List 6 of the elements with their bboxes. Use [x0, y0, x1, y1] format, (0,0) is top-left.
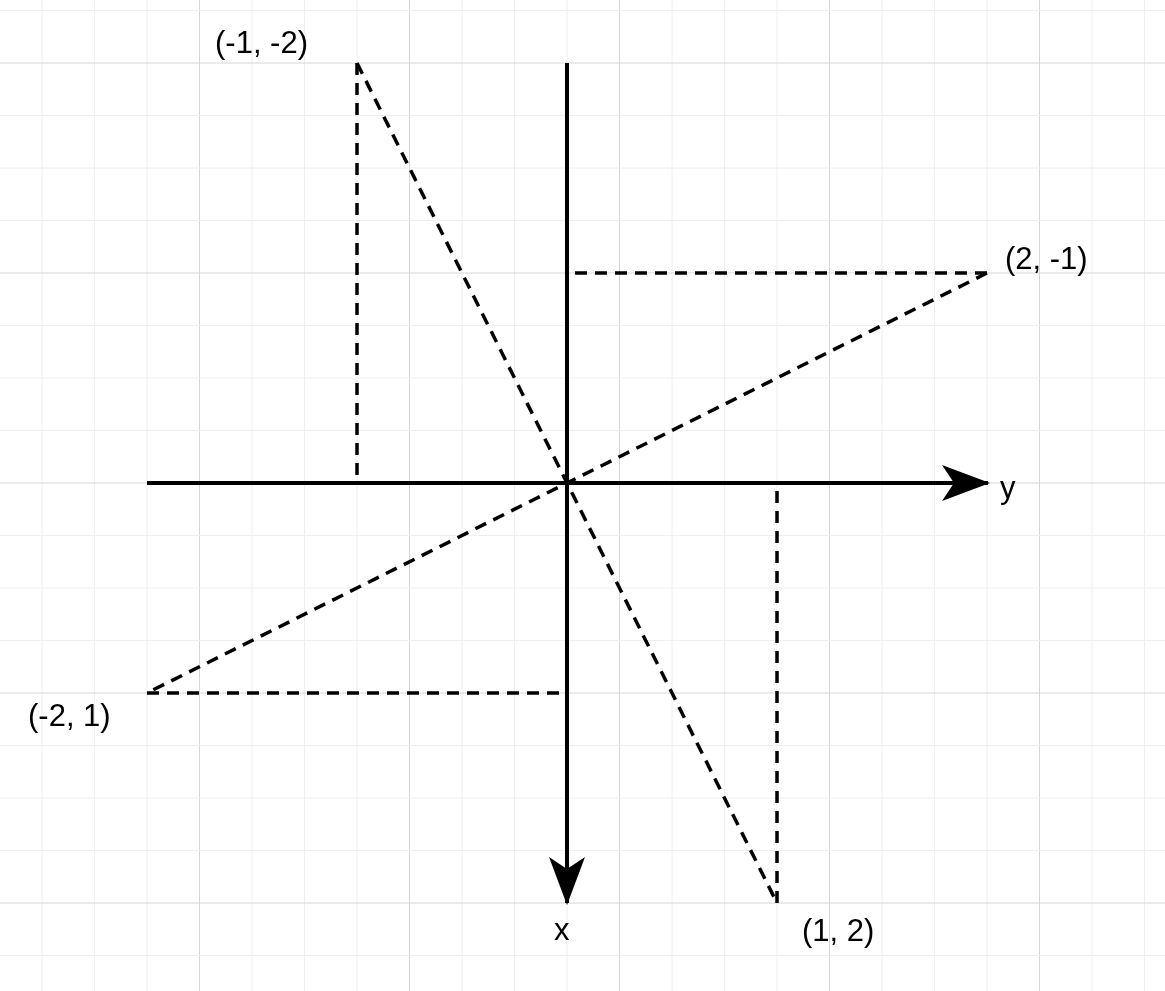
- point-label: (-1, -2): [215, 25, 308, 61]
- point-label: (1, 2): [802, 913, 875, 949]
- point-label: (2, -1): [1005, 241, 1088, 277]
- axis-label: y: [1000, 470, 1016, 506]
- point-label: (-2, 1): [28, 698, 111, 734]
- axis-label: x: [554, 912, 570, 948]
